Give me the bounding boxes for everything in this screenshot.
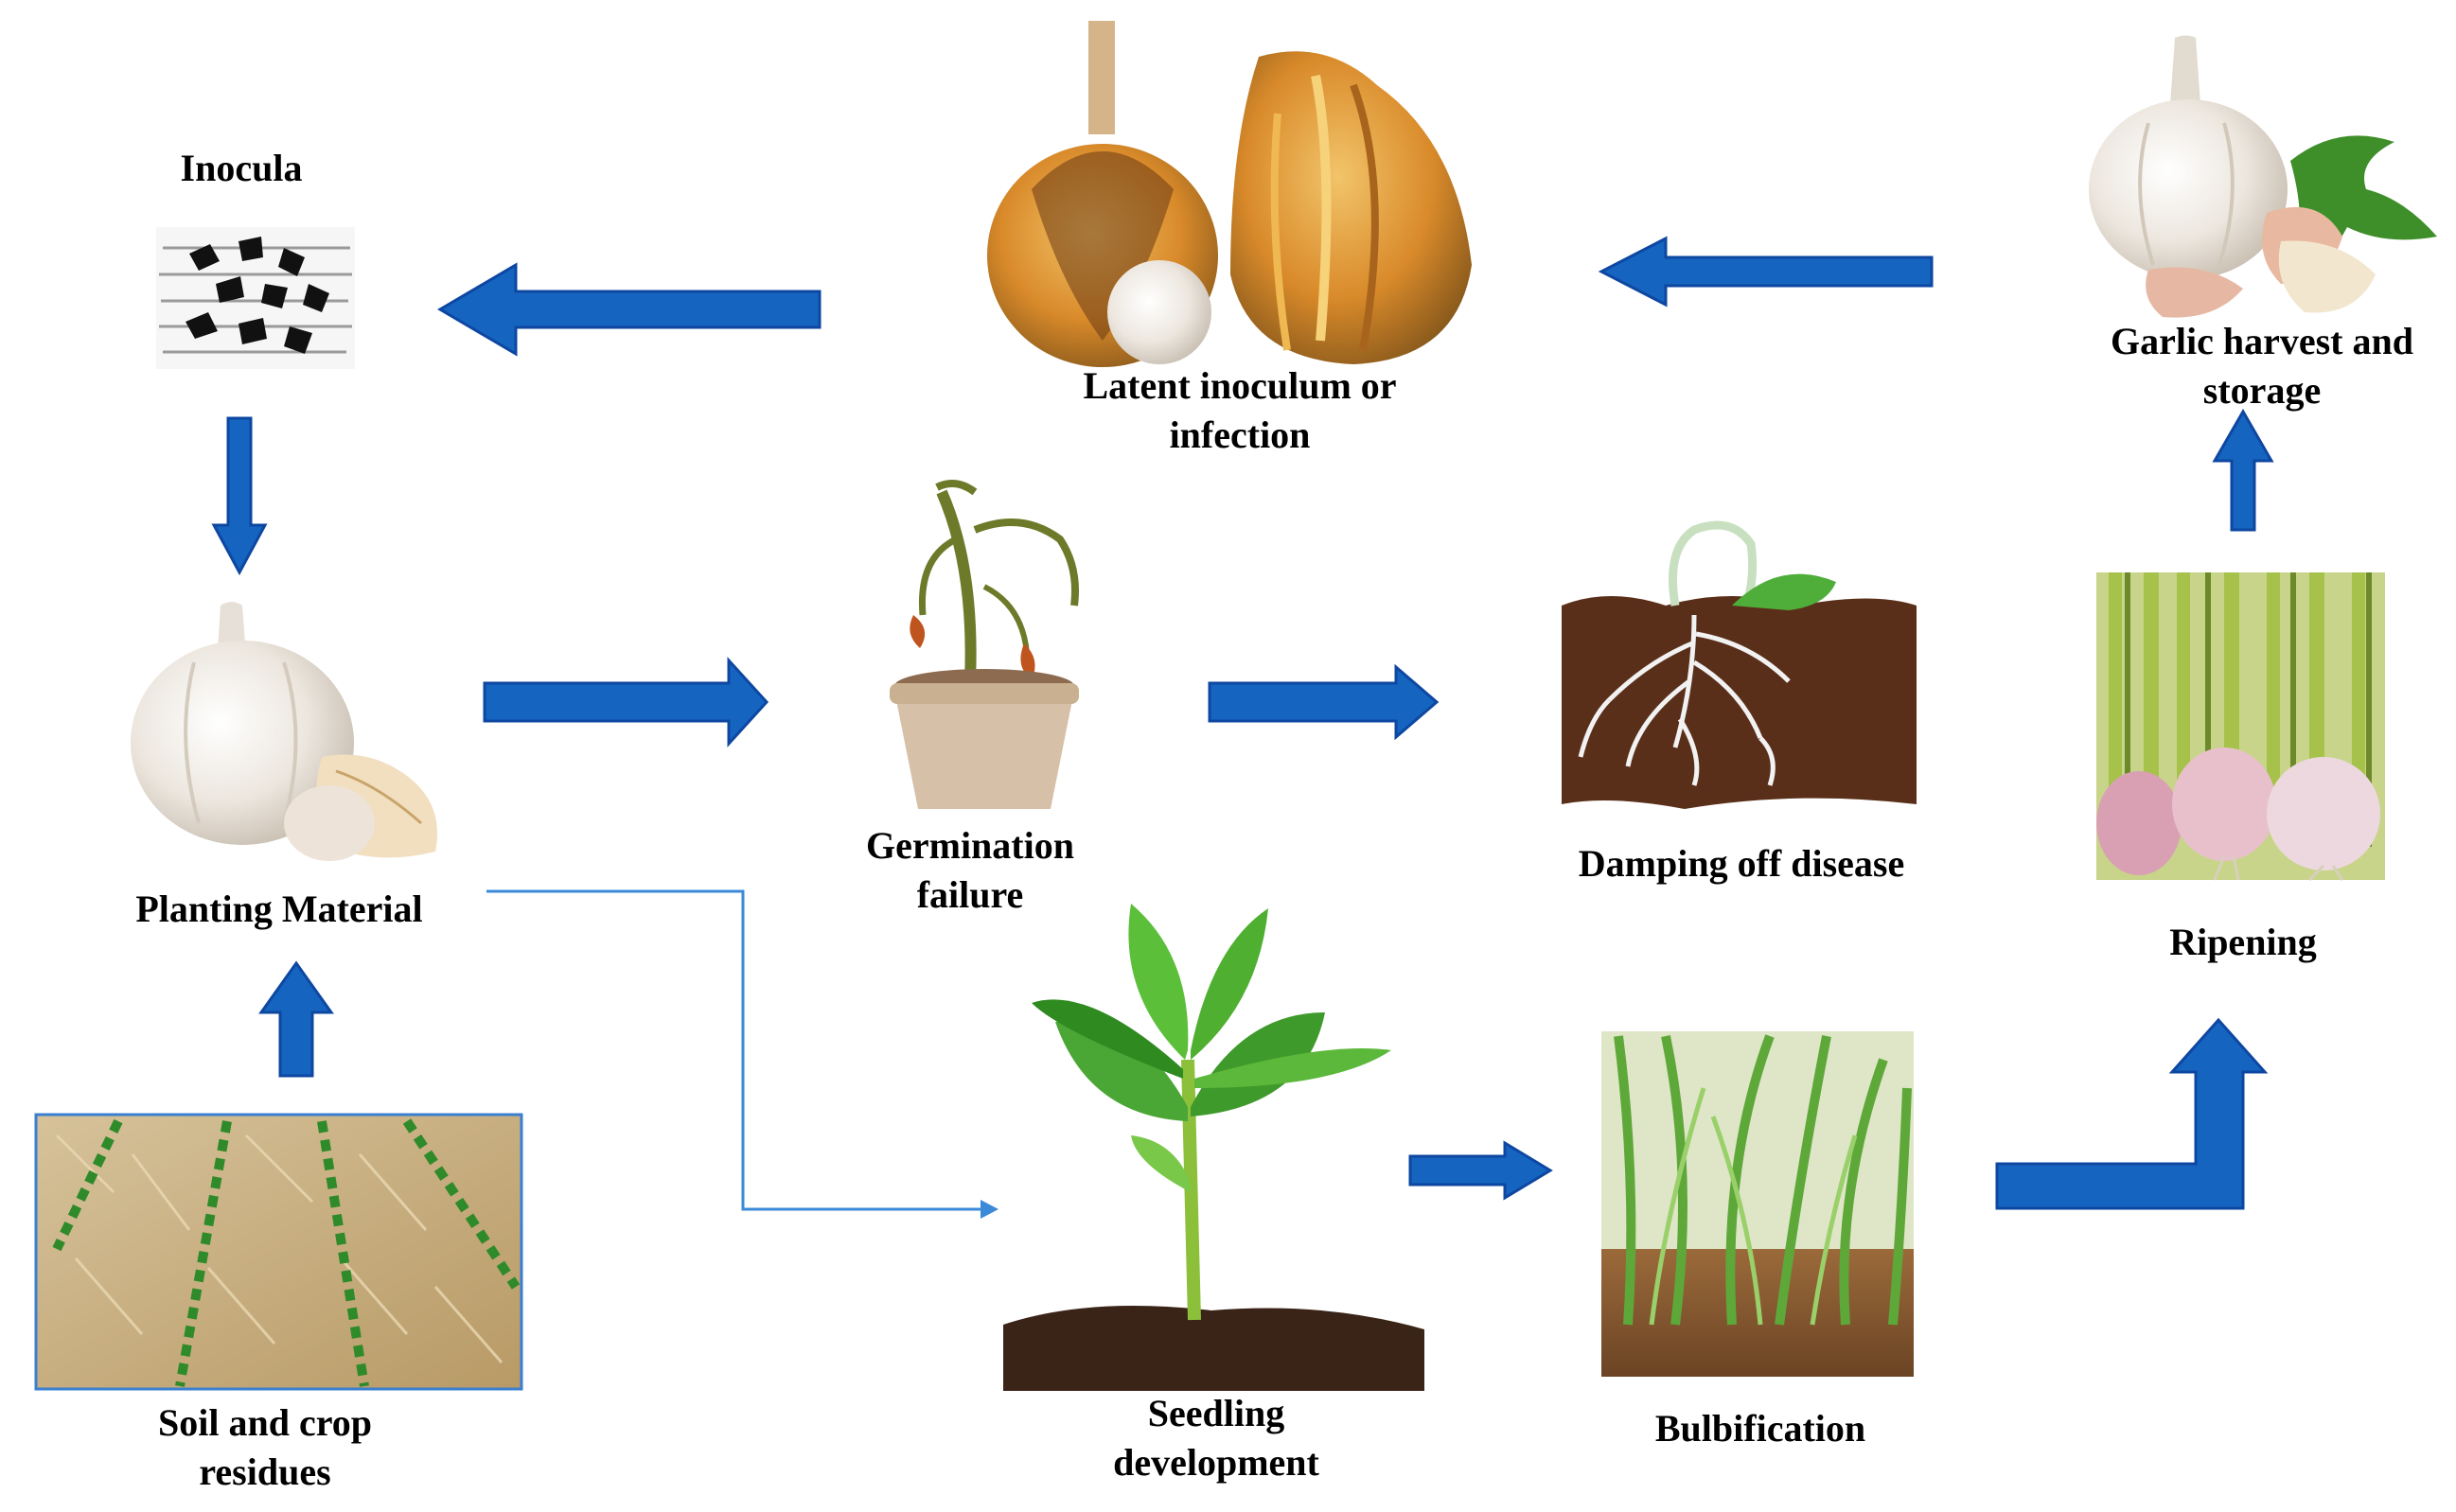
germination-failure-label-line1: Germination <box>866 824 1074 867</box>
bulbification-label-text: Bulbification <box>1654 1407 1866 1450</box>
harvest-label-line2: storage <box>2202 369 2322 412</box>
arrows <box>211 236 2274 1219</box>
planting-material-label-text: Planting Material <box>135 888 423 930</box>
soil-residues-label-line1: Soil and crop <box>158 1401 372 1444</box>
latent-inoculum-label: Latent inoculum or infection <box>1022 361 1458 460</box>
arrow-seedling-to-bulbification <box>1408 1140 1553 1201</box>
seedling-development-label: Seedling development <box>1069 1389 1363 1487</box>
harvest-label-line1: Garlic harvest and <box>2111 320 2413 362</box>
damping-off-label-text: Damping off disease <box>1578 842 1905 885</box>
arrow-bulbification-to-ripening <box>1995 1017 2269 1210</box>
planting-material-label: Planting Material <box>90 885 468 934</box>
germination-failure-label-line2: failure <box>916 873 1024 916</box>
ripening-label-text: Ripening <box>2169 921 2317 963</box>
soil-residues-label: Soil and crop residues <box>104 1398 426 1497</box>
arrow-planting-to-seedling <box>486 889 984 1211</box>
garlic-shoots-image <box>1601 1031 1914 1377</box>
arrow-germination-to-damping <box>1208 663 1440 741</box>
garlic-bulb-with-cloves-image <box>2089 35 2437 318</box>
seedling-development-label-line1: Seedling <box>1147 1392 1285 1434</box>
soil-with-roots-image <box>1562 520 1917 809</box>
arrow-soil-to-planting <box>258 960 334 1078</box>
bulbification-label: Bulbification <box>1618 1404 1902 1453</box>
soil-residues-label-line2: residues <box>199 1450 331 1493</box>
wilted-plant-pot-image <box>890 480 1079 809</box>
arrow-planting-to-germination <box>483 657 769 747</box>
arrow-planting-to-seedling-head <box>981 1200 998 1219</box>
mature-garlic-plants-image <box>2096 572 2385 882</box>
crop-rows-field-image <box>34 1113 523 1391</box>
seedling-in-soil-image <box>1003 904 1424 1391</box>
damping-off-label: Damping off disease <box>1543 839 1940 888</box>
arrow-ripening-to-harvest <box>2212 408 2274 532</box>
infected-garlic-bulbs-image <box>987 21 1472 367</box>
ripening-label: Ripening <box>2129 918 2357 967</box>
arrow-latent-to-inocula <box>437 262 822 357</box>
inoculum-particles-image <box>156 227 355 369</box>
harvest-label: Garlic harvest and storage <box>2082 317 2442 415</box>
inocula-label-text: Inocula <box>180 147 303 189</box>
latent-inoculum-label-line1: Latent inoculum or <box>1083 364 1397 407</box>
arrow-harvest-to-latent <box>1598 236 1934 308</box>
garlic-bulb-image <box>131 602 437 861</box>
inocula-label: Inocula <box>147 144 336 193</box>
seedling-development-label-line2: development <box>1113 1441 1319 1484</box>
latent-inoculum-label-line2: infection <box>1169 413 1311 456</box>
germination-failure-label: Germination failure <box>828 821 1112 920</box>
arrow-inocula-to-planting <box>211 416 268 576</box>
